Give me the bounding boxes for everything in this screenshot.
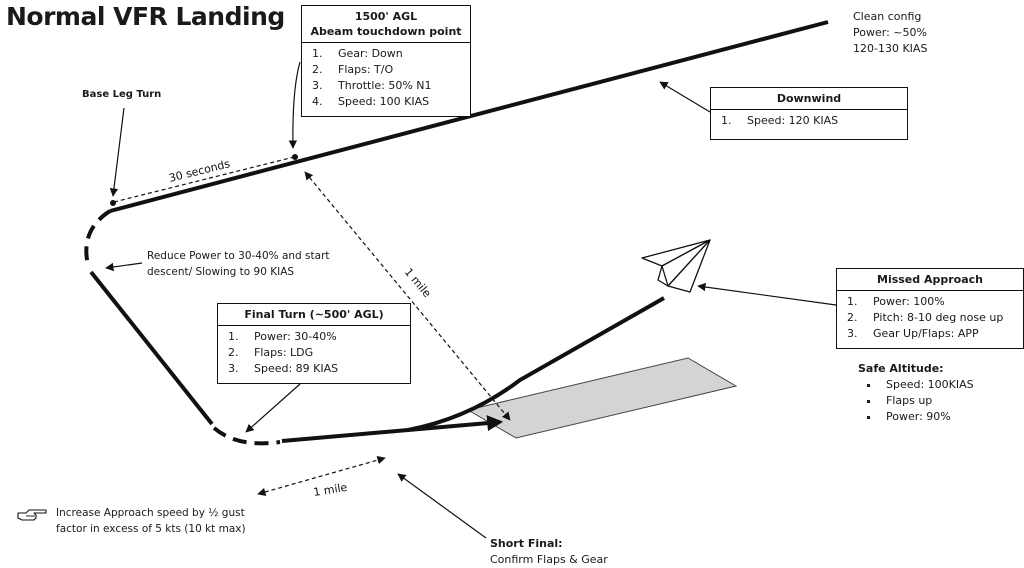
missed-approach-list: Power: 100% Pitch: 8-10 deg nose up Gear… (837, 291, 1023, 346)
runway (466, 357, 738, 439)
reduce-power-pointer (105, 262, 143, 272)
gust-note-line: factor in excess of 5 kts (10 kt max) (56, 523, 246, 535)
reduce-power-note: Reduce Power to 30-40% and start descent… (147, 248, 330, 280)
base-leg-label: Base Leg Turn (82, 89, 162, 100)
final-turn-box-list: Power: 30-40% Flaps: LDG Speed: 89 KIAS (218, 326, 410, 381)
downwind-item: Speed: 120 KIAS (735, 113, 901, 129)
page-title: Normal VFR Landing (6, 2, 285, 31)
base-leg-pointer (109, 107, 125, 197)
short-final-text: Confirm Flaps & Gear (490, 553, 608, 566)
abeam-point (292, 154, 298, 160)
safe-altitude-note: Safe Altitude: Speed: 100KIAS Flaps up P… (858, 361, 974, 425)
one-mile-diagonal-arrow (304, 171, 511, 421)
abeam-box-list: Gear: Down Flaps: T/O Throttle: 50% N1 S… (302, 43, 470, 114)
missed-item: Gear Up/Flaps: APP (861, 326, 1017, 342)
missed-approach-box: Missed Approach Power: 100% Pitch: 8-10 … (836, 268, 1024, 349)
base-turn-path (84, 209, 112, 266)
one-mile-diag-label: 1 mile (402, 266, 434, 301)
downwind-box-list: Speed: 120 KIAS (711, 110, 907, 133)
downwind-box: Downwind Speed: 120 KIAS (710, 87, 908, 140)
base-turn-point (110, 200, 116, 206)
safe-altitude-list: Speed: 100KIAS Flaps up Power: 90% (858, 377, 974, 425)
short-final-title: Short Final: (490, 537, 563, 550)
abeam-item: Speed: 100 KIAS (326, 94, 464, 110)
final-turn-box-title: Final Turn (~500' AGL) (218, 304, 410, 326)
clean-config-line: Power: ~50% (853, 26, 927, 39)
missed-item: Pitch: 8-10 deg nose up (861, 310, 1017, 326)
downwind-box-title: Downwind (711, 88, 907, 110)
final-turn-path (212, 426, 281, 446)
one-mile-bottom-arrow (257, 456, 386, 496)
short-final-note: Short Final: Confirm Flaps & Gear (490, 536, 608, 568)
abeam-box-header: 1500' AGL Abeam touchdown point (302, 6, 470, 43)
final-approach (281, 415, 504, 443)
clean-config-note: Clean config Power: ~50% 120-130 KIAS (853, 9, 927, 57)
abeam-item: Gear: Down (326, 46, 464, 62)
gust-note: Increase Approach speed by ½ gust factor… (56, 505, 246, 537)
base-leg (89, 270, 214, 426)
final-turn-item: Power: 30-40% (242, 329, 404, 345)
reduce-power-line: Reduce Power to 30-40% and start (147, 250, 330, 262)
abeam-box-line2: Abeam touchdown point (310, 25, 462, 38)
missed-item: Power: 100% (861, 294, 1017, 310)
abeam-item: Throttle: 50% N1 (326, 78, 464, 94)
clean-config-line: Clean config (853, 10, 922, 23)
paper-plane-icon (641, 239, 711, 293)
pointing-hand-icon (16, 505, 48, 525)
safe-altitude-item: Flaps up (880, 393, 974, 409)
final-turn-pointer (245, 383, 301, 433)
abeam-pointer (288, 61, 301, 149)
final-turn-box: Final Turn (~500' AGL) Power: 30-40% Fla… (217, 303, 411, 384)
final-turn-item: Flaps: LDG (242, 345, 404, 361)
one-mile-bottom-label: 1 mile (312, 481, 348, 499)
safe-altitude-item: Power: 90% (880, 409, 974, 425)
reduce-power-line: descent/ Slowing to 90 KIAS (147, 266, 295, 278)
missed-approach-title: Missed Approach (837, 269, 1023, 291)
safe-altitude-item: Speed: 100KIAS (880, 377, 974, 393)
missed-pointer (697, 282, 837, 306)
short-final-pointer (397, 473, 487, 539)
abeam-box: 1500' AGL Abeam touchdown point Gear: Do… (301, 5, 471, 117)
final-turn-item: Speed: 89 KIAS (242, 361, 404, 377)
downwind-pointer (659, 81, 711, 113)
clean-config-line: 120-130 KIAS (853, 42, 928, 55)
safe-altitude-title: Safe Altitude: (858, 362, 944, 375)
thirty-seconds-line (113, 156, 295, 203)
abeam-box-line1: 1500' AGL (354, 10, 418, 23)
gust-note-line: Increase Approach speed by ½ gust (56, 507, 245, 519)
abeam-item: Flaps: T/O (326, 62, 464, 78)
